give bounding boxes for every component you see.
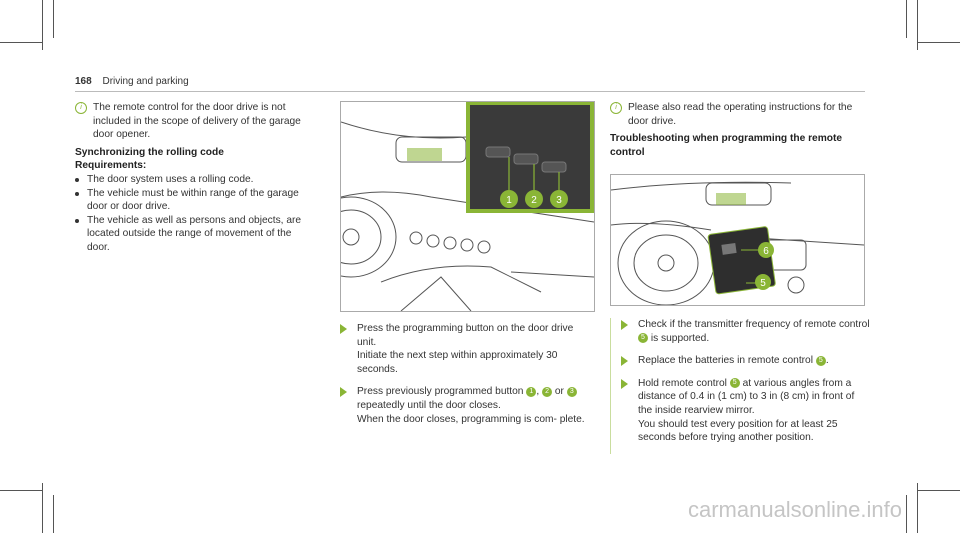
svg-text:1: 1 xyxy=(506,195,512,206)
callout-badge: 3 xyxy=(566,386,577,397)
section-title: Driving and parking xyxy=(102,76,189,87)
section-heading: Troubleshooting when programming the rem… xyxy=(610,133,843,158)
figure-remote-position: 6 5 xyxy=(610,174,865,306)
step-arrow-icon xyxy=(340,387,347,398)
crop-mark xyxy=(917,42,960,43)
crop-mark xyxy=(53,495,54,533)
info-icon: i xyxy=(610,102,622,114)
crop-mark xyxy=(42,483,43,533)
info-note: i The remote control for the door drive … xyxy=(75,101,315,142)
callout-2: 2 xyxy=(525,190,543,208)
rearview-mirror-illustration: 6 5 xyxy=(611,181,864,305)
step-arrow-icon xyxy=(621,378,628,389)
list-item: The door system uses a rolling code. xyxy=(75,173,315,187)
crop-mark xyxy=(42,0,43,50)
callout-1: 1 xyxy=(500,190,518,208)
step-arrow-icon xyxy=(340,324,347,334)
crop-mark xyxy=(53,0,54,38)
dashboard-illustration: 1 2 3 xyxy=(341,102,594,311)
callout-badge: 1 xyxy=(526,386,537,397)
info-icon: i xyxy=(75,102,87,114)
crop-mark xyxy=(917,490,960,491)
step-1: Check if the transmitter frequency of re… xyxy=(621,318,871,345)
section-heading: Synchronizing the rolling code xyxy=(75,146,224,158)
note-text: The remote control for the door drive is… xyxy=(93,102,301,141)
callout-3: 3 xyxy=(550,190,568,208)
step-arrow-icon xyxy=(621,356,628,367)
callout-badge: 5 xyxy=(729,378,740,389)
callout-6: 6 xyxy=(758,242,774,258)
step-1: Press the programming button on the door… xyxy=(340,322,585,376)
svg-text:5: 5 xyxy=(760,278,766,289)
page-number: 168 xyxy=(75,76,92,87)
crop-mark xyxy=(0,42,42,43)
step-3: Hold remote control 5 at various angles … xyxy=(621,377,871,445)
right-column: i Please also read the operating instruc… xyxy=(610,101,865,159)
crop-mark xyxy=(0,490,42,491)
crop-mark xyxy=(917,483,918,533)
right-steps: Check if the transmitter frequency of re… xyxy=(610,318,871,454)
requirements-heading: Requirements: xyxy=(75,160,147,172)
step-arrow-icon xyxy=(621,320,628,330)
figure-dashboard-buttons: 1 2 3 xyxy=(340,101,595,312)
crop-mark xyxy=(906,0,907,38)
left-column: i The remote control for the door drive … xyxy=(75,101,315,255)
step-2: Replace the batteries in remote control … xyxy=(621,354,871,368)
svg-text:2: 2 xyxy=(531,195,537,206)
note-text: Please also read the operating instructi… xyxy=(628,102,853,127)
header-divider xyxy=(75,91,865,92)
callout-5: 5 xyxy=(755,274,771,290)
callout-badge: 5 xyxy=(815,355,826,366)
callout-badge: 2 xyxy=(542,386,553,397)
list-item: The vehicle as well as persons and objec… xyxy=(75,214,315,255)
page-header: 168 Driving and parking xyxy=(75,76,189,87)
crop-mark xyxy=(917,0,918,50)
crop-mark xyxy=(906,495,907,533)
svg-text:3: 3 xyxy=(556,195,562,206)
step-2: Press previously programmed button 1, 2 … xyxy=(340,385,585,426)
watermark: carmanualsonline.info xyxy=(687,497,902,522)
list-item: The vehicle must be within range of the … xyxy=(75,187,315,214)
svg-text:6: 6 xyxy=(763,246,769,257)
callout-badge: 5 xyxy=(638,332,648,343)
requirements-list: The door system uses a rolling code. The… xyxy=(75,173,315,255)
info-note: i Please also read the operating instruc… xyxy=(610,101,865,128)
middle-steps: Press the programming button on the door… xyxy=(340,322,585,435)
